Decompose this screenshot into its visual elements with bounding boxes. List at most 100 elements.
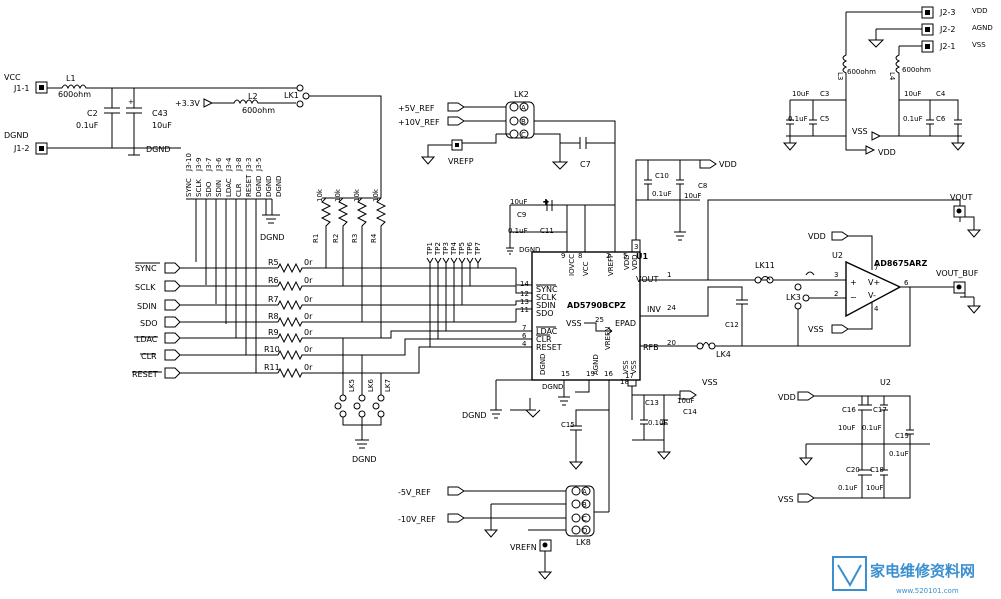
r3-label: R3 [351,234,359,243]
watermark-logo-icon [832,556,867,591]
u1-n20: 20 [667,339,676,347]
lk2-label: LK2 [514,90,529,99]
c20-label: C20 [846,466,860,474]
c19-value: 0.1uF [889,450,909,458]
r4-label: R4 [370,233,378,243]
lk1-label: LK1 [284,91,299,100]
plus-3v3-label: +3.3V [175,99,200,108]
c14-value: 10uF [677,397,694,405]
u1-n25: 25 [595,316,604,324]
lk8-pos-d: D [582,527,587,535]
j3-pin-7: J3-5 [255,158,263,173]
u1-pin-sclk: SCLK [536,293,557,302]
u2-vplus: V+ [868,278,880,287]
u1-ref: U1 [636,252,648,261]
j2-1-label: J2-1 [939,42,955,51]
u2b-vss-label: VSS [778,495,794,504]
u1-n16: 16 [604,370,613,378]
u1-part-number: AD5790BCPZ [567,301,626,310]
c17-value: 0.1uF [862,424,882,432]
svg-text:+: + [543,198,549,206]
j3-pin-4: J3-4 [225,157,233,172]
c8-value: 10uF [684,192,701,200]
u1-pin-vdd2: VDD [631,254,639,270]
u1-n7: 7 [522,324,526,332]
j2-agnd-label: AGND [972,24,993,32]
j3-pin-3: J3-6 [215,157,223,172]
c43-value: 10uF [152,121,172,130]
watermark-url: www.520101.com [896,587,959,595]
u1-n24: 24 [667,304,676,312]
r8-label: R8 [268,312,279,321]
u1-pin-vrefn: VREFN [604,327,612,350]
signal-name-0: SYNC [135,264,157,273]
u1-pin-vss1: VSS [622,360,630,374]
l2-inductor [212,99,296,105]
r1-value: 10k [316,188,324,202]
j3-name-7: DGND [255,176,263,197]
u1-n3: 3 [634,243,638,251]
l4-label: L4 [888,72,896,81]
u1-vdd-decoupling: VDD C10 C8 0.1uF 10uF [644,159,737,241]
u1-pin-rfb: RFB [643,343,659,352]
r4-value: 10k [372,188,380,202]
c5-value: 0.1uF [788,115,808,123]
u2-p6: 6 [904,279,909,287]
u1-n6: 6 [522,332,527,340]
u2b-vdd-label: VDD [778,393,796,402]
l2-value: 600ohm [242,106,275,115]
u1-pin-inv: INV [647,305,661,314]
c18-value: 10uF [866,484,883,492]
c16-label: C16 [842,406,856,414]
c4-value: 10uF [904,90,921,98]
tp4-label: TP4 [450,242,458,256]
u2-p4: 4 [874,305,879,313]
watermark: 家电维修资料网 www.520101.com [832,556,975,595]
u1-n9: 9 [561,252,565,260]
u1-pin-dgnd: DGND [539,354,547,375]
r5-label: R5 [268,258,279,267]
u1-pin-vdd1: VDD [623,254,631,270]
l1-label: L1 [66,74,76,83]
vout-buf-label: VOUT_BUF [936,269,979,278]
tp1-label: TP1 [426,242,434,256]
u1-pin-sdin: SDIN [536,301,556,310]
j2-vdd-label: VDD [972,7,988,15]
u1-n2: 2 [606,252,610,260]
j3-name-5: CLR [235,183,243,197]
r1-label: R1 [312,234,320,243]
c2-capacitor [104,88,120,148]
signal-name-1: SCLK [135,283,156,292]
l1-value: 600ohm [58,90,91,99]
r6-label: R6 [268,276,279,285]
u1-n13: 13 [520,298,529,306]
dgnd-in-label: DGND [4,131,29,140]
plus-3v3-flag [203,98,214,108]
u1-vdd-flag-label: VDD [719,160,737,169]
dgnd-rail-label: DGND [146,145,171,154]
r11-label: R11 [264,363,280,372]
u1-dac-chip: SYNC SCLK SDIN SDO LDAC CLR RESET 14 12 … [515,243,676,386]
r2-label: R2 [332,234,340,243]
lk2-pos-a: A [521,104,526,112]
lk2-pos-c: C [521,131,526,139]
j3-name-9: DGND [275,176,283,197]
svg-text:+: + [128,98,134,106]
j3-dgnd-label: DGND [260,233,285,242]
vcc-label: VCC [4,73,21,82]
lk11-label: LK11 [755,261,775,270]
u1-n15: 15 [561,370,570,378]
l2-label: L2 [248,92,258,101]
l4-value: 600ohm [902,66,931,74]
c43-label: C43 [152,109,168,118]
lk6-label: LK6 [367,379,375,392]
minus-10v-ref-label: -10V_REF [398,515,436,524]
watermark-text: 家电维修资料网 [870,562,975,580]
u1-bottom-wiring [490,379,680,512]
j3-name-4: LDAC [225,178,233,197]
tp6-label: TP6 [466,242,474,256]
u1-n1: 1 [667,271,671,279]
signal-input-section: SYNC SCLK SDIN SDO LDAC CLR RESET R5 R [132,258,516,379]
u1-n19: 19 [586,370,595,378]
c6-value: 0.1uF [903,115,923,123]
